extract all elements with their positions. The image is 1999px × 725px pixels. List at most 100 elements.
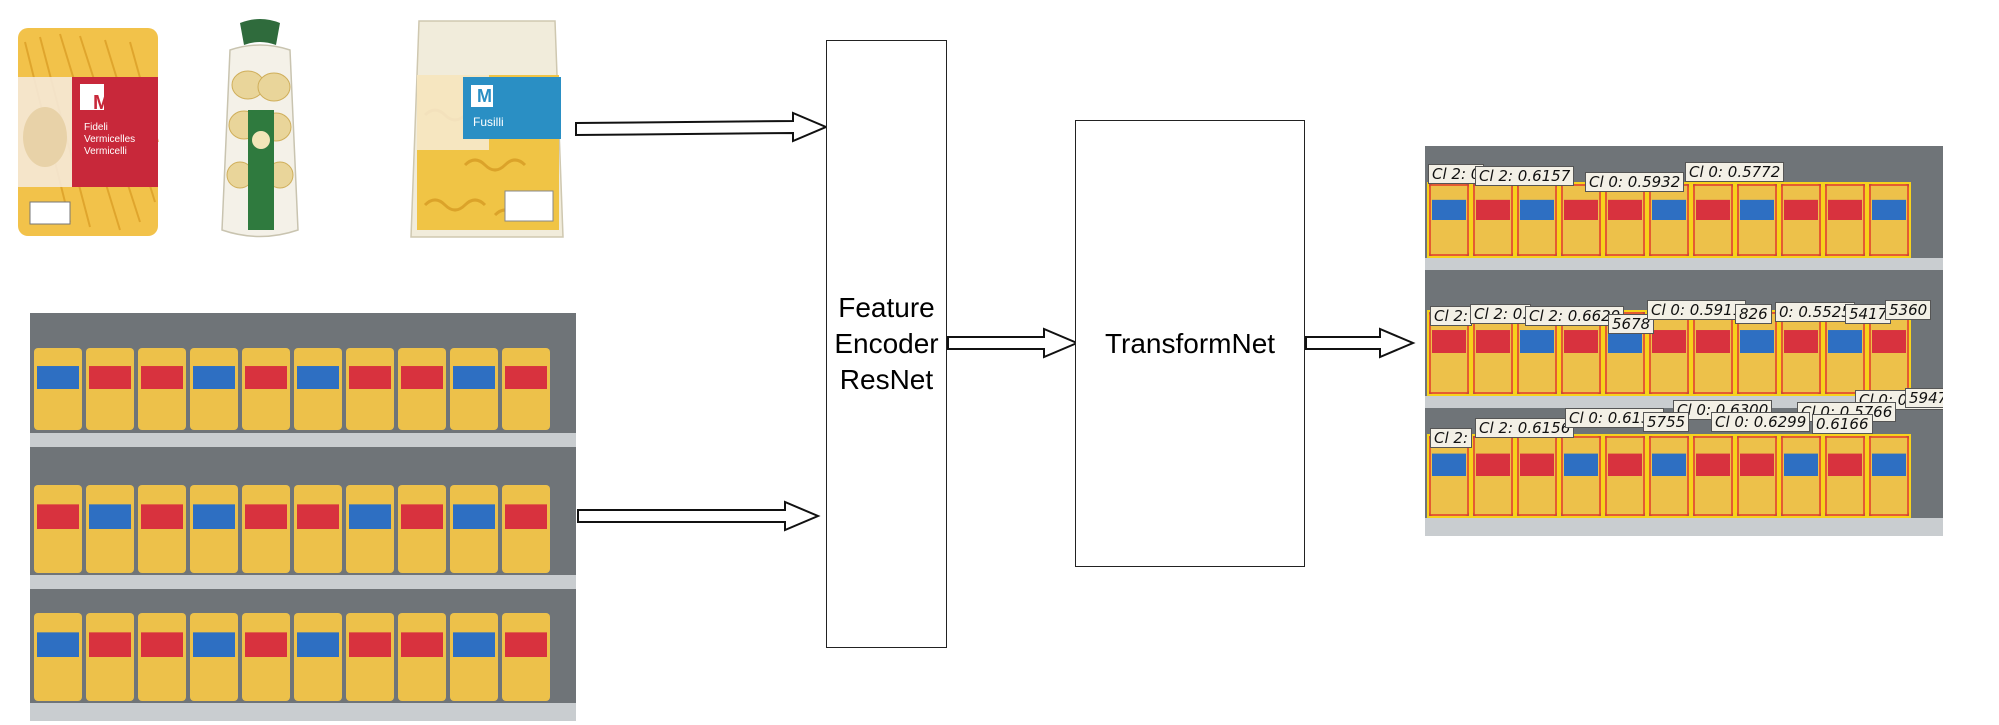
pack-label-band xyxy=(1432,199,1466,220)
detection-box-inner xyxy=(1737,184,1777,256)
product-name-line: Vermicelli xyxy=(84,146,127,157)
pack-label-band xyxy=(1872,330,1906,353)
detection-box xyxy=(1823,182,1867,258)
pack-label-band xyxy=(1476,453,1510,476)
pack-label-band xyxy=(89,366,131,389)
arrow-transform-to-output xyxy=(1305,327,1416,359)
pack-label-band xyxy=(453,504,495,529)
pack-label-band xyxy=(1608,199,1642,220)
pack-label-band xyxy=(37,504,79,529)
transformnet-box: TransformNet xyxy=(1075,120,1305,567)
detection-box-inner xyxy=(1825,436,1865,516)
pack-label-band xyxy=(1696,453,1730,476)
detection-box-inner xyxy=(1781,436,1821,516)
detection-score-label: Cl 0: 0.6299 xyxy=(1711,412,1811,432)
pack-label-band xyxy=(193,504,235,529)
detection-score-label: Cl 2: xyxy=(1430,306,1473,326)
detection-box-inner xyxy=(1429,184,1469,256)
pack-label-band xyxy=(1740,330,1774,353)
detection-box-inner xyxy=(1869,184,1909,256)
query-product-nests xyxy=(210,15,310,245)
detection-score-label: Cl 0: 0.5772 xyxy=(1685,162,1785,182)
detection-box xyxy=(1691,182,1735,258)
detection-score-label: Cl 0: 0.5932 xyxy=(1585,172,1685,192)
detection-box-inner xyxy=(1693,436,1733,516)
detection-score-label: 5360 xyxy=(1885,300,1932,320)
shelf-illustration xyxy=(30,313,576,721)
detection-box-inner xyxy=(1737,436,1777,516)
pack-label-band xyxy=(89,504,131,529)
pack-label-band xyxy=(141,632,183,657)
detection-score-label: Cl 2: 0 xyxy=(1428,164,1485,184)
detection-box xyxy=(1823,434,1867,518)
detection-box xyxy=(1779,434,1823,518)
detection-box xyxy=(1559,182,1603,258)
detection-box-inner xyxy=(1869,436,1909,516)
pasta-bag-illustration xyxy=(18,28,159,236)
detection-score-label: Cl 2: 0.6156 xyxy=(1475,418,1575,438)
detection-box-inner xyxy=(1693,184,1733,256)
pack-label-band xyxy=(505,366,547,389)
detection-box-inner xyxy=(1649,436,1689,516)
pack-label-band xyxy=(1696,330,1730,353)
detection-score-label: 826 xyxy=(1735,304,1772,324)
pack-label-band xyxy=(245,632,287,657)
pack-label-band xyxy=(349,366,391,389)
pack-label-band xyxy=(1476,199,1510,220)
pack-label-band xyxy=(37,632,79,657)
pack-label-band xyxy=(245,366,287,389)
pack-label-band xyxy=(1828,199,1862,220)
pack-label-band xyxy=(401,366,443,389)
pack-label-band xyxy=(1784,453,1818,476)
query-product-fideli: M Fideli Vermicelles Vermicelli xyxy=(10,22,165,242)
pack-label-band xyxy=(1872,453,1906,476)
encoder-label-line: Encoder xyxy=(834,328,939,359)
pack-label-band xyxy=(193,366,235,389)
encoder-label-line: ResNet xyxy=(839,364,934,395)
detection-box xyxy=(1779,182,1823,258)
shelf-scene-image xyxy=(30,313,576,721)
detection-shelf-illustration xyxy=(1425,146,1943,536)
detection-score-label: 5678 xyxy=(1608,314,1655,334)
product-name-line: Fideli xyxy=(84,122,108,133)
detection-box xyxy=(1691,434,1735,518)
pack-label-band xyxy=(1652,330,1686,353)
pasta-bag-illustration xyxy=(221,19,299,238)
pack-label-band xyxy=(453,366,495,389)
detection-score-label: 5755 xyxy=(1643,412,1690,432)
pack-label-band xyxy=(1872,199,1906,220)
pack-label-band xyxy=(1520,330,1554,353)
detection-box-inner xyxy=(1561,436,1601,516)
pack-label-band xyxy=(141,504,183,529)
detection-box-inner xyxy=(1605,312,1645,394)
pack-label-band xyxy=(453,632,495,657)
pack-label-band xyxy=(1784,199,1818,220)
detection-score-label: Cl 2: 0.6157 xyxy=(1475,166,1575,186)
encoder-label-line: Feature xyxy=(838,292,935,323)
pack-label-band xyxy=(349,504,391,529)
pack-label-band xyxy=(89,632,131,657)
detection-box xyxy=(1735,182,1779,258)
detection-score-label: Cl 2: 0.6629 xyxy=(1525,306,1625,326)
pack-label-band xyxy=(1520,453,1554,476)
pack-label-band xyxy=(401,632,443,657)
pack-label-band xyxy=(297,504,339,529)
pack-label-band xyxy=(1608,330,1642,353)
arrow-query-to-encoder xyxy=(575,111,829,143)
pack-label-band xyxy=(1652,453,1686,476)
pack-label-band xyxy=(297,632,339,657)
transformnet-label: TransformNet xyxy=(1104,327,1276,359)
pack-label-band xyxy=(505,632,547,657)
pack-label-band xyxy=(1828,453,1862,476)
pack-label-band xyxy=(1696,199,1730,220)
detection-box-inner xyxy=(1781,184,1821,256)
brand-mark: M xyxy=(93,92,110,114)
pack-label-band xyxy=(1432,330,1466,353)
pack-label-band xyxy=(401,504,443,529)
arrow-shelf-to-encoder xyxy=(577,500,821,532)
pack-label-band xyxy=(1432,453,1466,476)
pack-label-band xyxy=(141,366,183,389)
pack-label-band xyxy=(1828,330,1862,353)
pack-label-band xyxy=(297,366,339,389)
